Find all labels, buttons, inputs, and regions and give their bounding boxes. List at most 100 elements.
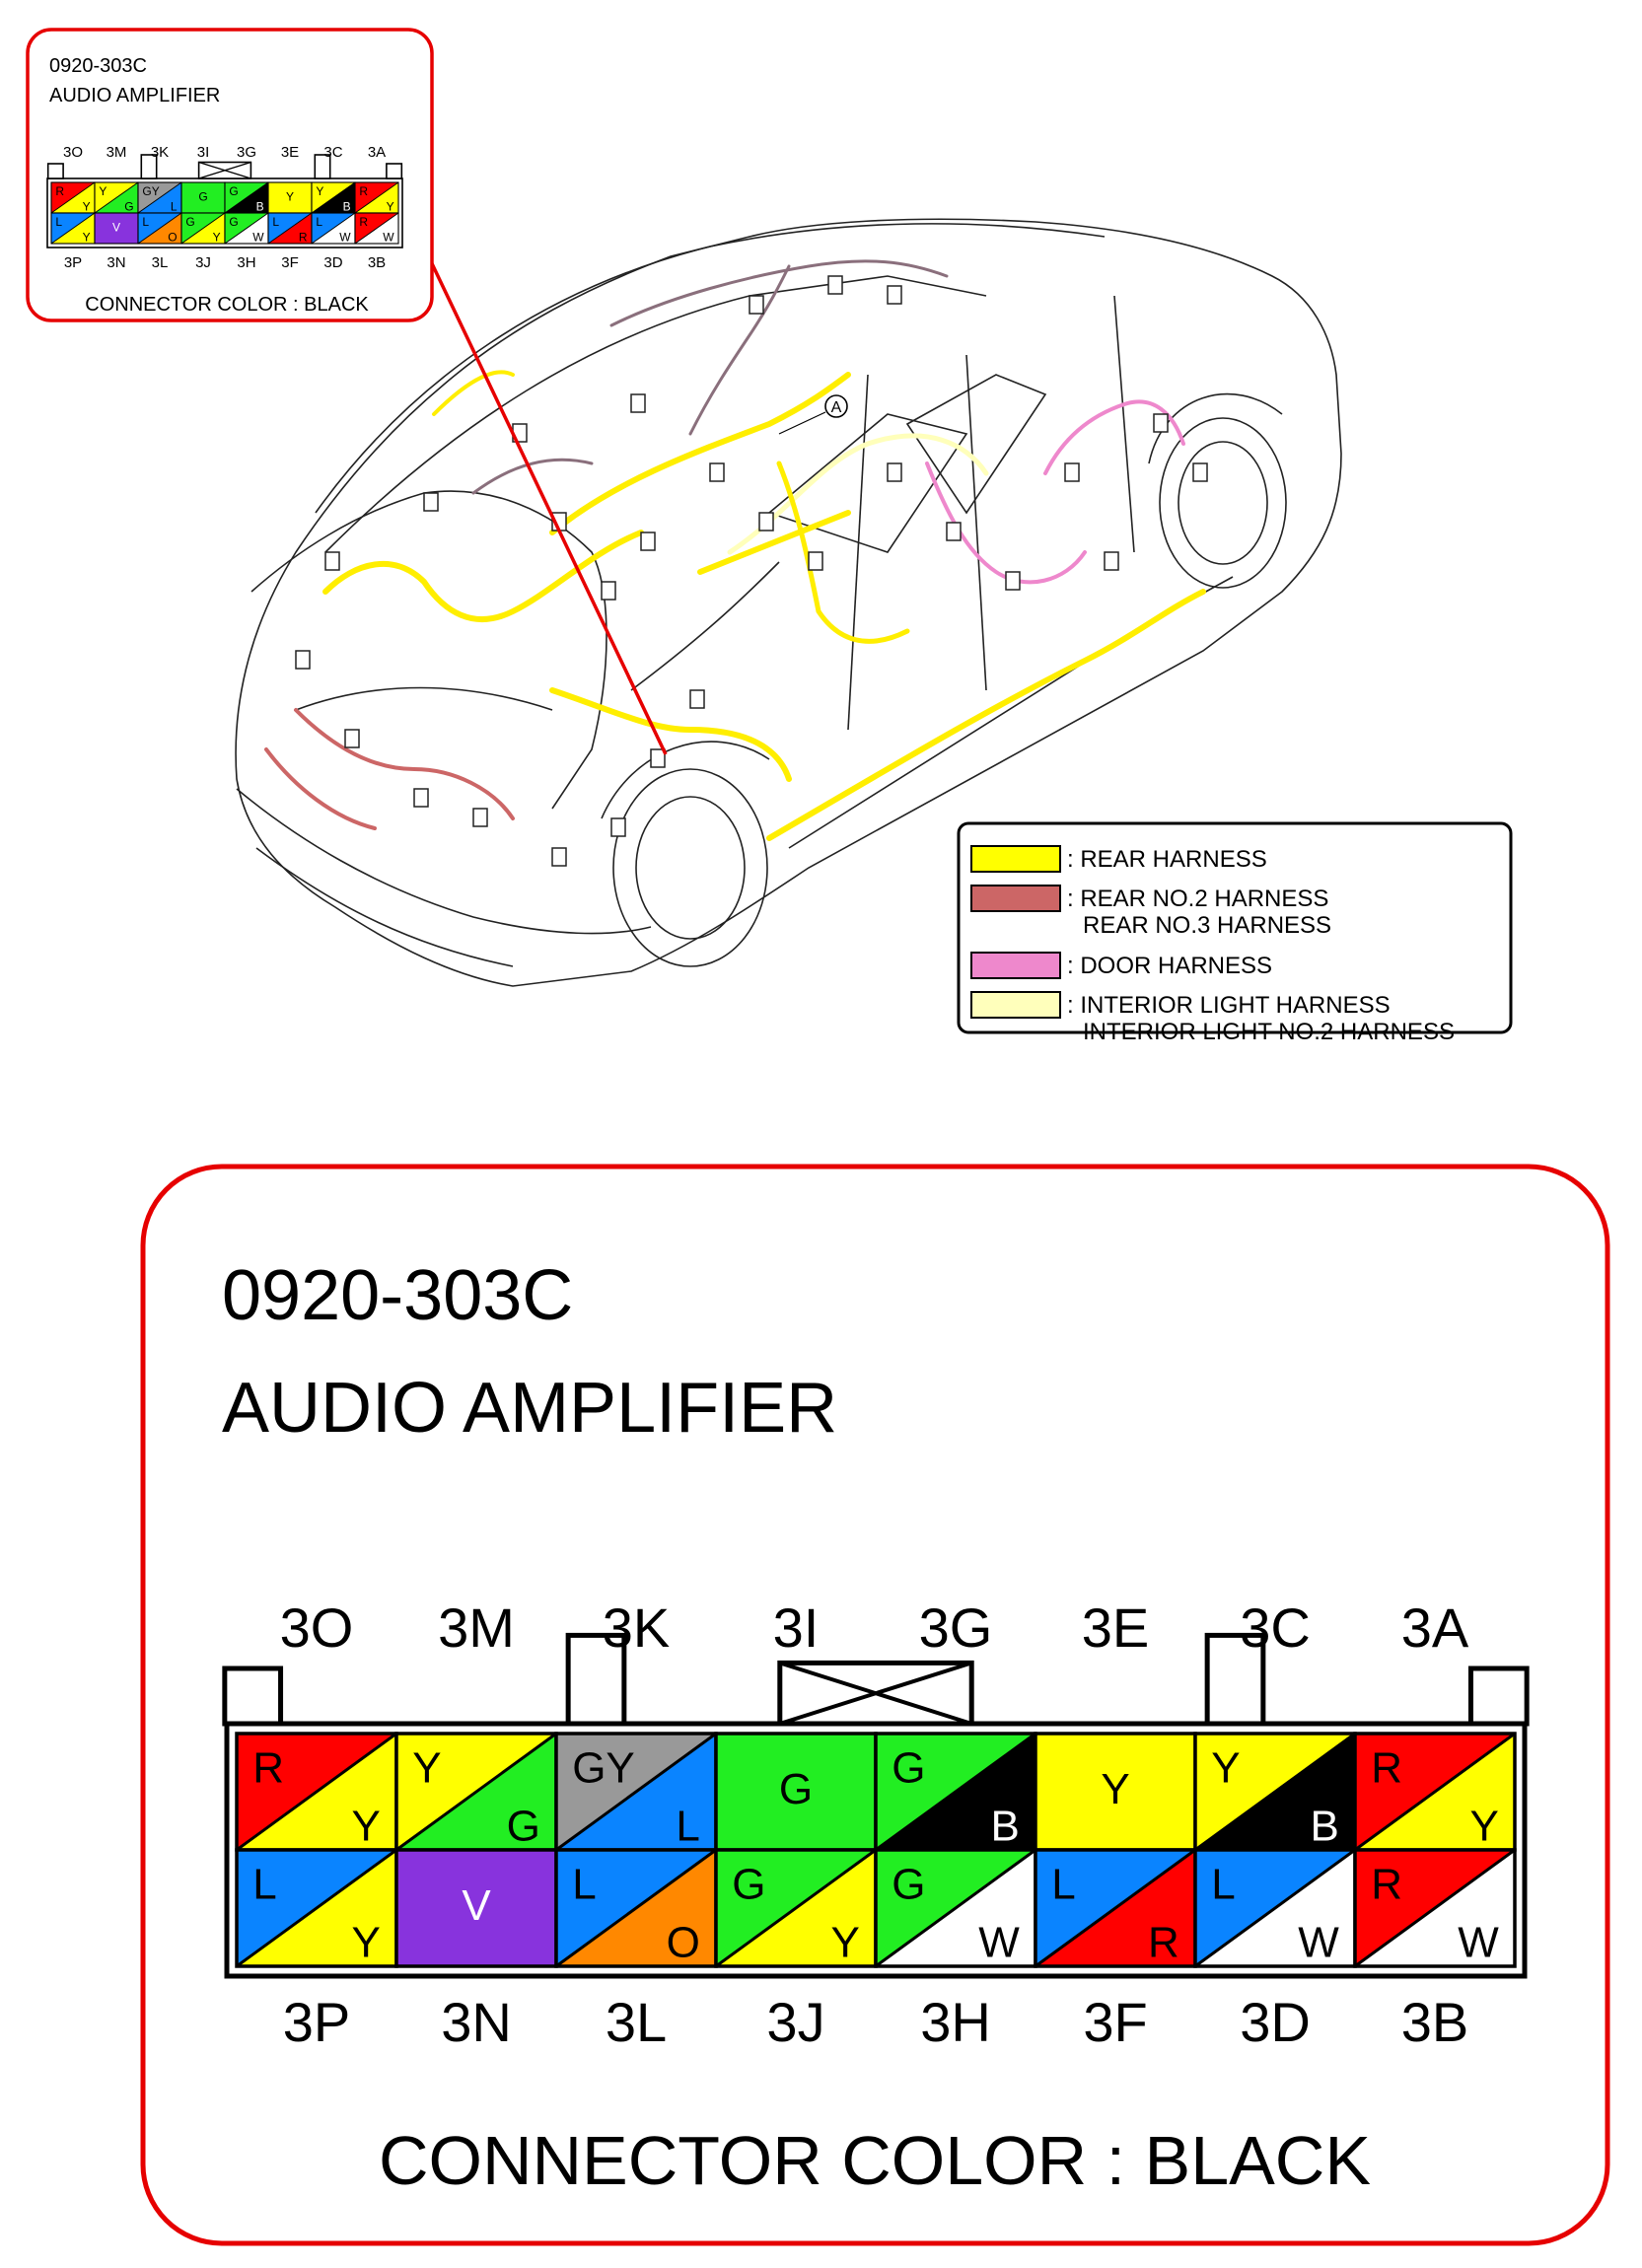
pin-wire-color-primary: R xyxy=(55,184,64,198)
terminal-label-bottom: 3L xyxy=(152,254,169,271)
pin-3n: V xyxy=(394,1848,558,1968)
terminal-label-top: 3M xyxy=(438,1596,515,1659)
pin-wire-color-stripe: W xyxy=(978,1919,1020,1967)
pin-3m: YG xyxy=(94,181,139,214)
pin-wire-color-primary: R xyxy=(252,1744,284,1793)
terminal-label-bottom: 3N xyxy=(107,254,125,271)
pin-3m: YG xyxy=(394,1732,558,1852)
pin-3j: GY xyxy=(180,212,226,245)
pin-wire-color-stripe: R xyxy=(299,231,308,245)
pin-3j: GY xyxy=(714,1848,878,1968)
housing-tab-3k xyxy=(140,154,158,179)
pin-wire-color: Y xyxy=(1101,1765,1129,1813)
terminal-label-bottom: 3N xyxy=(441,1991,512,2053)
pin-3p: LY xyxy=(235,1848,398,1968)
pin-3c: YB xyxy=(311,181,356,214)
pin-3f: LR xyxy=(1034,1848,1197,1968)
pin-wire-color-stripe: Y xyxy=(351,1919,380,1967)
pin-wire-color: Y xyxy=(286,190,294,204)
pin-wire-color: G xyxy=(198,190,207,204)
legend-label: : REAR HARNESS xyxy=(1067,846,1267,873)
pin-wire-color-stripe: B xyxy=(990,1803,1019,1851)
small-connector-color-label: CONNECTOR COLOR : BLACK xyxy=(85,294,369,316)
housing-tab-3e xyxy=(314,154,331,179)
terminal-label-top: 3E xyxy=(281,144,299,161)
harness-connectors xyxy=(295,275,1208,867)
pin-3b: RW xyxy=(354,212,399,245)
pin-wire-color-stripe: B xyxy=(1310,1803,1338,1851)
pin-wire-color-primary: Y xyxy=(1211,1744,1240,1793)
pin-3d: LW xyxy=(311,212,356,245)
pin-wire-color-primary: G xyxy=(892,1861,925,1909)
pin-wire-color: G xyxy=(779,1765,813,1813)
pin-wire-color-stripe: G xyxy=(124,200,133,214)
pin-3k: GYL xyxy=(137,181,182,214)
terminal-label-bottom: 3D xyxy=(1240,1991,1311,2053)
legend-swatch xyxy=(970,991,1061,1019)
terminal-label-top: 3O xyxy=(63,144,83,161)
pin-wire-color-stripe: Y xyxy=(83,200,91,214)
pin-3e: Y xyxy=(267,181,313,214)
terminal-label-bottom: 3D xyxy=(323,254,342,271)
pin-wire-color-primary: G xyxy=(732,1861,765,1909)
housing-tab-left xyxy=(222,1666,284,1727)
connector-key-cross xyxy=(777,1660,974,1727)
terminal-label-bottom: 3P xyxy=(64,254,82,271)
legend-swatch xyxy=(970,885,1061,912)
pin-wire-color-primary: L xyxy=(1211,1861,1235,1909)
terminal-label-bottom: 3L xyxy=(606,1991,667,2053)
pin-wire-color-stripe: O xyxy=(168,231,177,245)
callout-marker-a: A xyxy=(778,394,848,435)
pin-wire-color-primary: G xyxy=(892,1744,925,1793)
pin-3b: RW xyxy=(1353,1848,1517,1968)
pin-wire-color: V xyxy=(112,221,120,235)
pin-3c: YB xyxy=(1193,1732,1357,1852)
legend-label: REAR NO.3 HARNESS xyxy=(1083,912,1331,939)
pin-3f: LR xyxy=(267,212,313,245)
pin-wire-color-primary: R xyxy=(359,184,368,198)
pin-wire-color-stripe: Y xyxy=(83,231,91,245)
terminal-label-top: 3G xyxy=(237,144,256,161)
legend-item: : REAR HARNESS xyxy=(970,845,1267,873)
pin-3d: LW xyxy=(1193,1848,1357,1968)
terminal-label-top: 3K xyxy=(151,144,169,161)
terminal-label-bottom: 3H xyxy=(920,1991,991,2053)
pin-wire-color-primary: R xyxy=(1371,1744,1402,1793)
terminal-label-bottom: 3B xyxy=(1401,1991,1469,2053)
pin-3o: RY xyxy=(235,1732,398,1852)
pin-wire-color-primary: R xyxy=(1371,1861,1402,1909)
legend-item: : DOOR HARNESS xyxy=(970,952,1272,979)
terminal-label-bottom: 3P xyxy=(283,1991,351,2053)
legend-label: INTERIOR LIGHT NO.2 HARNESS xyxy=(1083,1019,1455,1045)
small-connector-name: AUDIO AMPLIFIER xyxy=(49,85,220,106)
pin-3e: Y xyxy=(1034,1732,1197,1852)
connector-name: AUDIO AMPLIFIER xyxy=(222,1369,837,1448)
terminal-label-top: 3E xyxy=(1082,1596,1150,1659)
pin-wire-color-stripe: W xyxy=(1298,1919,1339,1967)
terminal-label-top: 3I xyxy=(773,1596,820,1659)
pin-wire-color-primary: L xyxy=(55,215,62,229)
terminal-label-bottom: 3F xyxy=(1083,1991,1147,2053)
pin-3i: G xyxy=(180,181,226,214)
pin-wire-color-primary: G xyxy=(185,215,194,229)
pin-wire-color-stripe: L xyxy=(676,1803,699,1851)
pin-wire-color-stripe: Y xyxy=(830,1919,859,1967)
connector-color-label: CONNECTOR COLOR : BLACK xyxy=(379,2122,1371,2199)
pin-wire-color-stripe: Y xyxy=(351,1803,380,1851)
terminal-label-bottom: 3J xyxy=(766,1991,824,2053)
pin-3o: RY xyxy=(50,181,96,214)
terminal-label-top: 3K xyxy=(603,1596,671,1659)
terminal-label-top: 3C xyxy=(323,144,342,161)
legend-label: : REAR NO.2 HARNESS xyxy=(1067,886,1328,912)
pin-wire-color-primary: G xyxy=(229,184,238,198)
callout-leader-line xyxy=(417,236,668,755)
harness-routing xyxy=(264,259,1206,841)
vehicle-illustration xyxy=(235,218,1342,987)
pin-3a: RY xyxy=(1353,1732,1517,1852)
pin-3p: LY xyxy=(50,212,96,245)
